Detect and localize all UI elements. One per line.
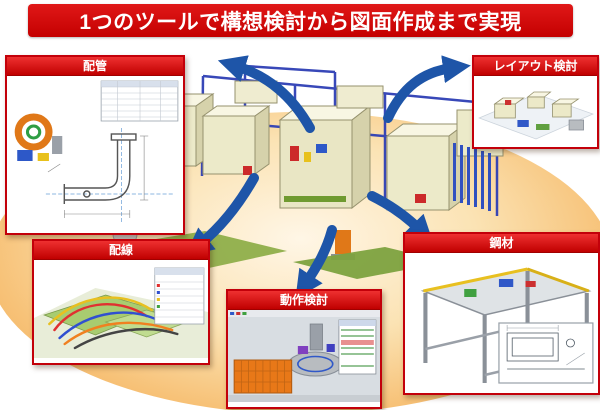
wiring-drawing — [34, 267, 208, 358]
callout-steel-title: 鋼材 — [405, 234, 598, 253]
callout-piping: 配管 — [5, 55, 185, 235]
steel-illustration — [405, 253, 598, 388]
callout-wiring-title: 配線 — [34, 241, 208, 260]
piping-drawing — [14, 80, 179, 222]
layout-illustration — [474, 76, 597, 142]
layout-drawing — [478, 91, 594, 140]
wiring-illustration — [34, 260, 208, 358]
callout-wiring: 配線 — [32, 239, 210, 365]
callout-motion-study-title: 動作検討 — [228, 291, 380, 310]
steel-drawing — [420, 267, 594, 384]
callout-steel: 鋼材 — [403, 232, 600, 395]
blue-rack — [453, 143, 491, 211]
callout-layout-study: レイアウト検討 — [472, 55, 599, 149]
callout-piping-title: 配管 — [7, 57, 183, 76]
callout-motion-study: 動作検討 — [226, 289, 382, 409]
piping-illustration — [7, 76, 183, 228]
motion-drawing — [228, 310, 380, 402]
callout-layout-study-title: レイアウト検討 — [474, 57, 597, 76]
motion-illustration — [228, 310, 380, 402]
banner-title: 1つのツールで構想検討から図面作成まで実現 — [28, 4, 573, 37]
